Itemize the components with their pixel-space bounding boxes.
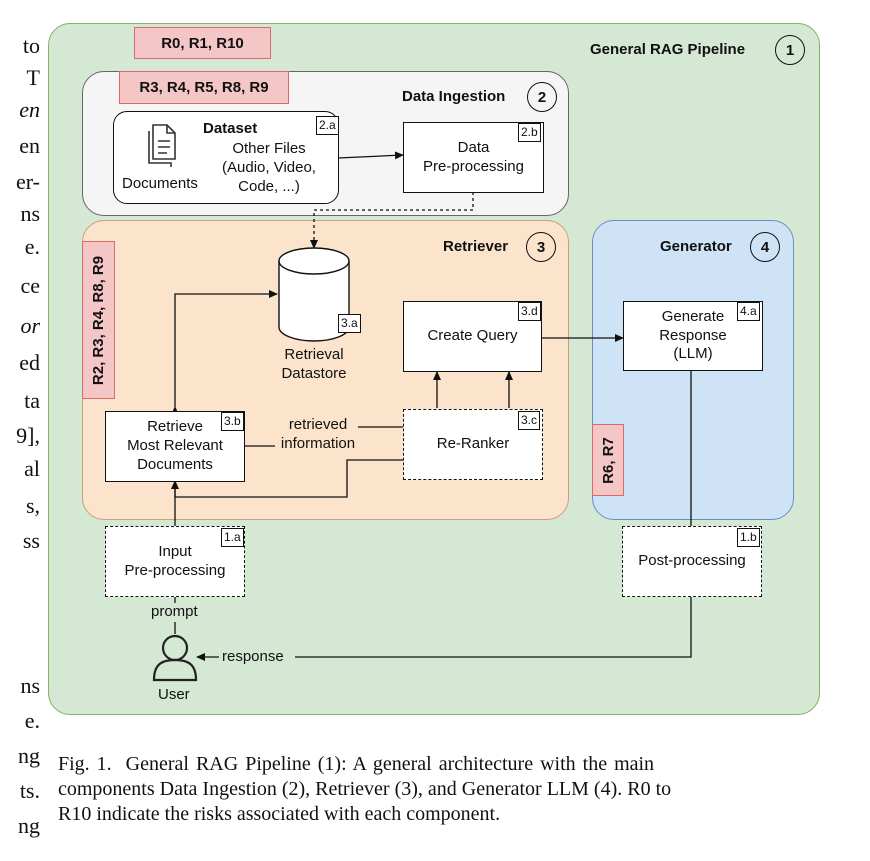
prompt-label: prompt bbox=[149, 603, 200, 622]
margin-text-fragment: to bbox=[22, 33, 40, 58]
generate-line1: Generate bbox=[661, 307, 725, 325]
margin-text-fragment: 9], bbox=[16, 423, 40, 448]
margin-text-fragment: er- bbox=[16, 169, 40, 194]
input-pre-line2: Pre-processing bbox=[124, 561, 226, 579]
input-pre-line1: Input bbox=[158, 542, 192, 560]
post-processing-tag: 1.b bbox=[737, 528, 760, 547]
other-files-line3: Code, ...) bbox=[238, 177, 300, 195]
data-preprocessing-line1: Data bbox=[457, 138, 490, 156]
documents-label: Documents bbox=[122, 175, 198, 192]
dataset-box bbox=[113, 111, 339, 204]
pipeline-number: 1 bbox=[775, 35, 805, 65]
margin-text-fragment: ed bbox=[19, 350, 40, 375]
retrieve-line1: Retrieve bbox=[147, 418, 203, 436]
pipeline-risks: R0, R1, R10 bbox=[134, 27, 271, 59]
margin-text-fragment: ce bbox=[20, 273, 40, 298]
user-label: User bbox=[158, 686, 190, 703]
generator-title: Generator bbox=[660, 238, 732, 255]
margin-text-fragment: al bbox=[24, 456, 40, 481]
generate-response-box: Generate Response (LLM) bbox=[623, 301, 763, 371]
margin-text-fragment: ta bbox=[24, 388, 40, 413]
retriever-number: 3 bbox=[526, 232, 556, 262]
margin-text-fragment: ng bbox=[18, 813, 40, 838]
documents-icon bbox=[148, 124, 176, 167]
datastore-line1: Retrieval bbox=[284, 346, 344, 363]
retrieved-info-line1: retrieved bbox=[288, 416, 348, 433]
data-preprocessing-box: Data Pre-processing bbox=[403, 122, 544, 193]
retrieve-tag: 3.b bbox=[221, 412, 244, 431]
margin-text-fragment: ss bbox=[22, 528, 40, 553]
retrieve-line3: Documents bbox=[137, 455, 213, 473]
pipeline-title: General RAG Pipeline bbox=[590, 41, 746, 58]
re-ranker-box: Re-Ranker bbox=[403, 409, 543, 480]
generate-line2: Response bbox=[659, 326, 727, 344]
datastore-line2: Datastore bbox=[281, 364, 347, 382]
retrieved-info-line2: information bbox=[280, 434, 356, 452]
figure-caption: Fig. 1. General RAG Pipeline (1): A gene… bbox=[58, 752, 818, 827]
caption-line2: components Data Ingestion (2), Retriever… bbox=[58, 778, 672, 800]
generate-tag: 4.a bbox=[737, 302, 760, 321]
generate-line3: (LLM) bbox=[673, 345, 713, 363]
response-label: response bbox=[222, 648, 284, 665]
ingestion-title: Data Ingestion bbox=[402, 88, 506, 105]
datastore-label: Retrieval Datastore bbox=[262, 346, 366, 384]
margin-text-fragment: ts. bbox=[19, 778, 40, 803]
generator-risks: R6, R7 bbox=[592, 424, 624, 496]
re-ranker-tag: 3.c bbox=[518, 411, 541, 430]
retrieved-information-label: retrieved information bbox=[272, 416, 364, 454]
margin-text-fragment: ns bbox=[20, 673, 40, 698]
retriever-risks: R2, R3, R4, R8, R9 bbox=[82, 241, 115, 399]
other-files-line1: Other Files bbox=[232, 140, 306, 157]
margin-text-fragment: e. bbox=[24, 234, 40, 259]
retrieve-line2: Most Relevant bbox=[127, 437, 223, 455]
data-preprocessing-line2: Pre-processing bbox=[423, 157, 524, 175]
caption-line3: R10 indicate the risks associated with e… bbox=[58, 803, 501, 825]
margin-text-fragment: ns bbox=[20, 201, 40, 226]
margin-text-fragment: en bbox=[19, 133, 40, 158]
generator-risks-text: R6, R7 bbox=[599, 436, 617, 484]
margin-text-fragment: T bbox=[26, 65, 40, 90]
dataset-tag: 2.a bbox=[316, 116, 339, 135]
margin-text-fragment: ng bbox=[18, 743, 40, 768]
data-preprocessing-tag: 2.b bbox=[518, 123, 541, 142]
input-preprocessing-tag: 1.a bbox=[221, 528, 244, 547]
margin-text-fragment: e. bbox=[24, 708, 40, 733]
retriever-risks-text: R2, R3, R4, R8, R9 bbox=[90, 255, 107, 385]
retriever-title: Retriever bbox=[443, 238, 509, 255]
user-icon bbox=[152, 634, 198, 682]
ingestion-number: 2 bbox=[527, 82, 557, 112]
other-files-label: Other Files (Audio, Video, Code, ...) bbox=[203, 140, 335, 196]
margin-text-fragment: en bbox=[19, 97, 40, 122]
re-ranker-label: Re-Ranker bbox=[436, 435, 510, 453]
datastore-tag: 3.a bbox=[338, 314, 361, 333]
dataset-title: Dataset bbox=[203, 120, 258, 137]
create-query-tag: 3.d bbox=[518, 302, 541, 321]
datastore-cylinder-icon bbox=[278, 247, 350, 342]
other-files-line2: (Audio, Video, bbox=[222, 158, 316, 176]
ingestion-risks: R3, R4, R5, R8, R9 bbox=[119, 71, 289, 104]
retrieve-documents-box: Retrieve Most Relevant Documents bbox=[105, 411, 245, 482]
caption-line1: Fig. 1. General RAG Pipeline (1): A gene… bbox=[58, 753, 655, 775]
post-processing-label: Post-processing bbox=[638, 552, 746, 570]
generator-number: 4 bbox=[750, 232, 780, 262]
margin-text-fragment: s, bbox=[25, 493, 40, 518]
margin-text-fragment: or bbox=[20, 313, 40, 338]
create-query-label: Create Query bbox=[427, 327, 518, 345]
